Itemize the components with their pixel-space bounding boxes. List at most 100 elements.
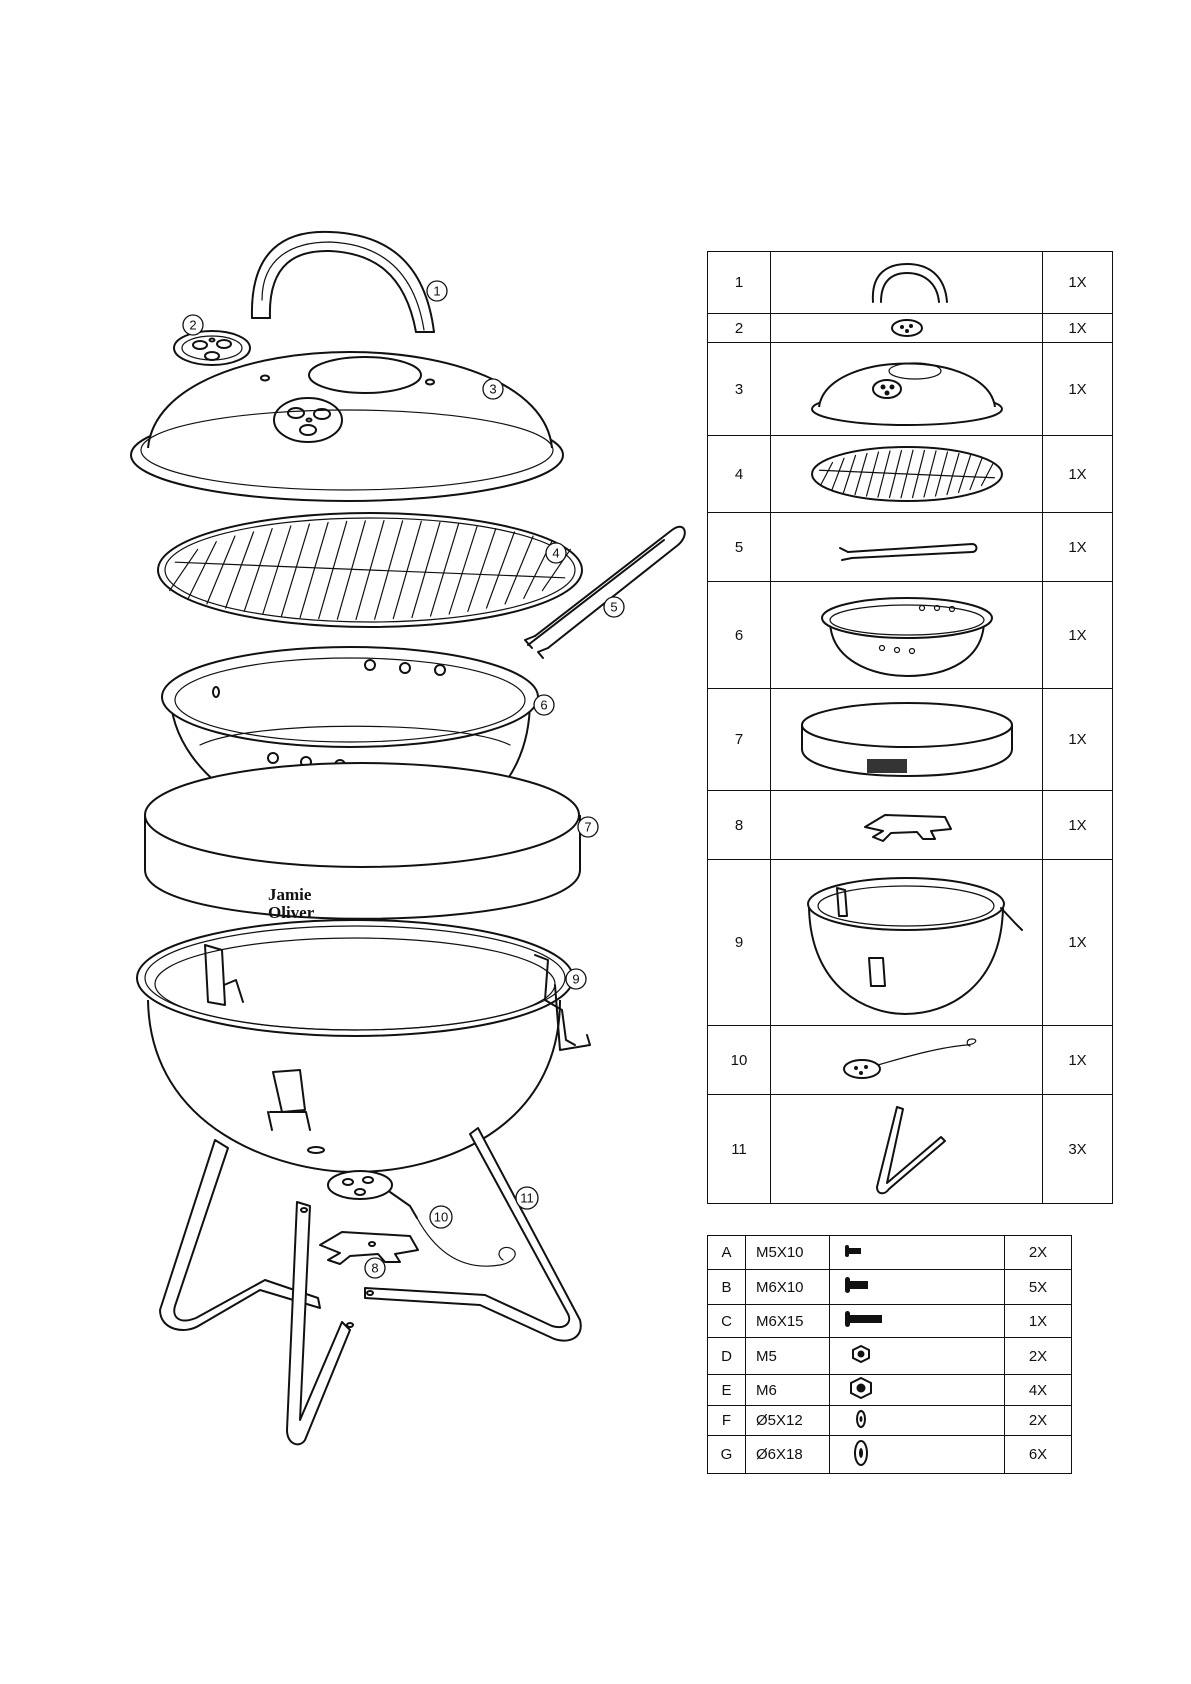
- table-row: 5 1X: [708, 513, 1113, 582]
- cooking-grate-part: [158, 513, 582, 627]
- table-row: 8 1X: [708, 791, 1113, 860]
- nut-small-icon: [844, 1344, 878, 1364]
- hardware-id: G: [708, 1436, 746, 1474]
- screw-long-icon: [844, 1309, 888, 1329]
- part-number: 9: [708, 860, 771, 1026]
- kettle-bowl-icon: [787, 868, 1027, 1018]
- tongs-icon: [832, 530, 982, 564]
- callout-1: 1: [427, 281, 447, 301]
- table-row: E M6 4X: [708, 1375, 1072, 1406]
- svg-text:3: 3: [489, 382, 496, 397]
- part-qty: 1X: [1043, 314, 1113, 343]
- screw-medium-icon: [844, 1275, 878, 1295]
- table-row: A M5X10 2X: [708, 1236, 1072, 1270]
- callout-5: 5: [604, 597, 624, 617]
- svg-text:5: 5: [610, 600, 617, 615]
- part-qty: 1X: [1043, 1026, 1113, 1095]
- part-qty: 1X: [1043, 513, 1113, 582]
- table-row: G Ø6X18 6X: [708, 1436, 1072, 1474]
- callout-6: 6: [534, 695, 554, 715]
- table-row: 11 3X: [708, 1095, 1113, 1204]
- part-number: 11: [708, 1095, 771, 1204]
- heat-shield-ring-part: Jamie Oliver: [145, 763, 580, 922]
- hardware-qty: 2X: [1005, 1236, 1072, 1270]
- part-number: 3: [708, 343, 771, 436]
- hardware-id: A: [708, 1236, 746, 1270]
- part-qty: 3X: [1043, 1095, 1113, 1204]
- table-row: 9 1X: [708, 860, 1113, 1026]
- table-row: B M6X10 5X: [708, 1270, 1072, 1305]
- hardware-qty: 1X: [1005, 1305, 1072, 1338]
- heat-shield-ring-icon: [792, 697, 1022, 783]
- part-number: 2: [708, 314, 771, 343]
- table-row: D M5 2X: [708, 1338, 1072, 1375]
- callout-3: 3: [483, 379, 503, 399]
- svg-text:9: 9: [572, 972, 579, 987]
- part-number: 4: [708, 436, 771, 513]
- svg-text:11: 11: [520, 1191, 534, 1206]
- part-number: 6: [708, 582, 771, 689]
- table-row: 4 1X: [708, 436, 1113, 513]
- hardware-size: Ø5X12: [746, 1406, 830, 1436]
- hardware-id: B: [708, 1270, 746, 1305]
- part-qty: 1X: [1043, 252, 1113, 314]
- part-qty: 1X: [1043, 860, 1113, 1026]
- table-row: F Ø5X12 2X: [708, 1406, 1072, 1436]
- screw-short-icon: [844, 1243, 874, 1259]
- callout-7: 7: [578, 817, 598, 837]
- callout-11: 11: [516, 1187, 538, 1209]
- part-qty: 1X: [1043, 582, 1113, 689]
- part-number: 8: [708, 791, 771, 860]
- hardware-id: F: [708, 1406, 746, 1436]
- table-row: 1 1X: [708, 252, 1113, 314]
- hardware-qty: 6X: [1005, 1436, 1072, 1474]
- svg-text:6: 6: [540, 698, 547, 713]
- hardware-list-table: A M5X10 2X B M6X10 5X C M6X15 1X D M5 2X…: [707, 1235, 1072, 1474]
- hardware-size: M6X10: [746, 1270, 830, 1305]
- leg-icon: [857, 1099, 957, 1199]
- table-row: 6 1X: [708, 582, 1113, 689]
- part-qty: 1X: [1043, 689, 1113, 791]
- svg-text:7: 7: [584, 820, 591, 835]
- hardware-size: M6: [746, 1375, 830, 1406]
- part-number: 1: [708, 252, 771, 314]
- hardware-size: M5X10: [746, 1236, 830, 1270]
- charcoal-bowl-icon: [812, 590, 1002, 680]
- table-row: 2 1X: [708, 314, 1113, 343]
- ash-holder-icon: [857, 805, 957, 845]
- svg-text:4: 4: [552, 546, 559, 561]
- part-qty: 1X: [1043, 343, 1113, 436]
- part-number: 7: [708, 689, 771, 791]
- cooking-grate-icon: [807, 443, 1007, 505]
- vent-cover-icon: [887, 317, 927, 339]
- hardware-id: C: [708, 1305, 746, 1338]
- callout-10: 10: [430, 1206, 452, 1228]
- part-qty: 1X: [1043, 791, 1113, 860]
- callout-2: 2: [183, 315, 203, 335]
- handle-icon: [859, 258, 955, 308]
- callout-9: 9: [566, 969, 586, 989]
- svg-text:1: 1: [433, 284, 440, 299]
- svg-text:2: 2: [189, 318, 196, 333]
- brand-line-2: Oliver: [268, 903, 315, 922]
- lid-icon: [807, 349, 1007, 429]
- parts-list-table: 1 1X 2 1X 3 1X 4 1X 5 1X 6 1X 7 1X 8 1X …: [707, 251, 1113, 1204]
- nut-large-icon: [844, 1377, 878, 1399]
- hardware-qty: 2X: [1005, 1406, 1072, 1436]
- table-row: 10 1X: [708, 1026, 1113, 1095]
- ash-vent-icon: [832, 1035, 982, 1085]
- hardware-id: E: [708, 1375, 746, 1406]
- hardware-qty: 5X: [1005, 1270, 1072, 1305]
- callout-4: 4: [546, 543, 566, 563]
- table-row: 7 1X: [708, 689, 1113, 791]
- hardware-id: D: [708, 1338, 746, 1375]
- lid-part: [131, 352, 563, 501]
- brand-line-1: Jamie: [268, 885, 312, 904]
- handle-part: [252, 232, 434, 332]
- part-number: 10: [708, 1026, 771, 1095]
- table-row: 3 1X: [708, 343, 1113, 436]
- hardware-size: Ø6X18: [746, 1436, 830, 1474]
- kettle-bowl-part: [137, 920, 590, 1172]
- hardware-size: M5: [746, 1338, 830, 1375]
- washer-large-icon: [844, 1438, 878, 1468]
